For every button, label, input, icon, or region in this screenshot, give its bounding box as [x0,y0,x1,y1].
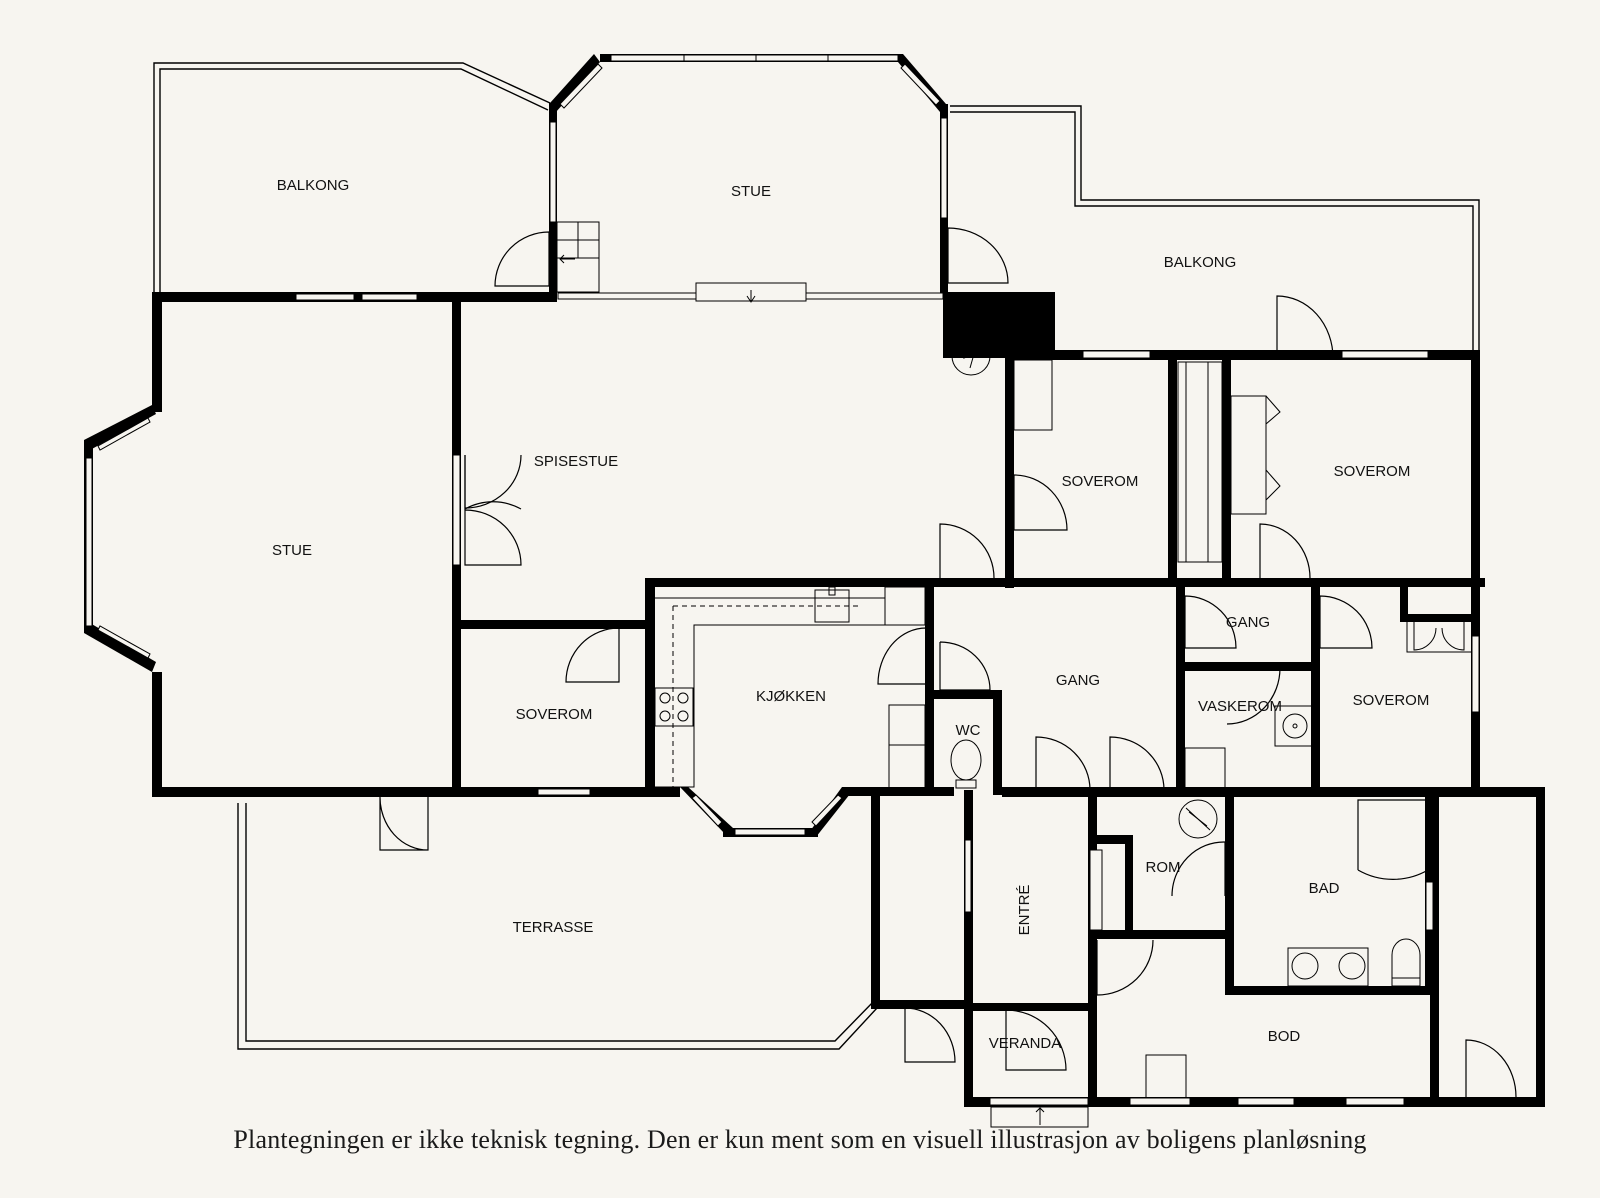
label-terrasse: TERRASSE [513,919,594,936]
label-balkong-ne: BALKONG [1164,254,1237,271]
terrace-outline [237,803,878,1050]
balcony-ne-outline [950,105,1480,350]
label-entre: ENTRÉ [1016,885,1033,936]
label-gang-2: GANG [1056,672,1100,689]
label-veranda: VERANDA [989,1035,1062,1052]
room-labels: BALKONG STUE BALKONG SPISESTUE STUE SOVE… [272,177,1429,1052]
label-vaskerom: VASKEROM [1198,698,1282,715]
label-wc: WC [956,722,981,739]
label-kjokken: KJØKKEN [756,688,826,705]
label-stue-main: STUE [272,542,312,559]
label-stue-top: STUE [731,183,771,200]
label-gang-1: GANG [1226,614,1270,631]
label-soverom-4: SOVEROM [1353,692,1430,709]
doors [379,227,1517,1098]
disclaimer-text: Plantegningen er ikke teknisk tegning. D… [233,1125,1367,1154]
label-soverom-1: SOVEROM [1062,473,1139,490]
label-soverom-3: SOVEROM [516,706,593,723]
fixtures [556,221,1473,1128]
label-spisestue: SPISESTUE [534,453,618,470]
label-bod: BOD [1268,1028,1301,1045]
balcony-nw-outline [153,62,551,292]
label-balkong-nw: BALKONG [277,177,350,194]
label-soverom-2: SOVEROM [1334,463,1411,480]
label-rom: ROM [1146,859,1181,876]
walls [84,54,1545,1107]
label-bad: BAD [1309,880,1340,897]
